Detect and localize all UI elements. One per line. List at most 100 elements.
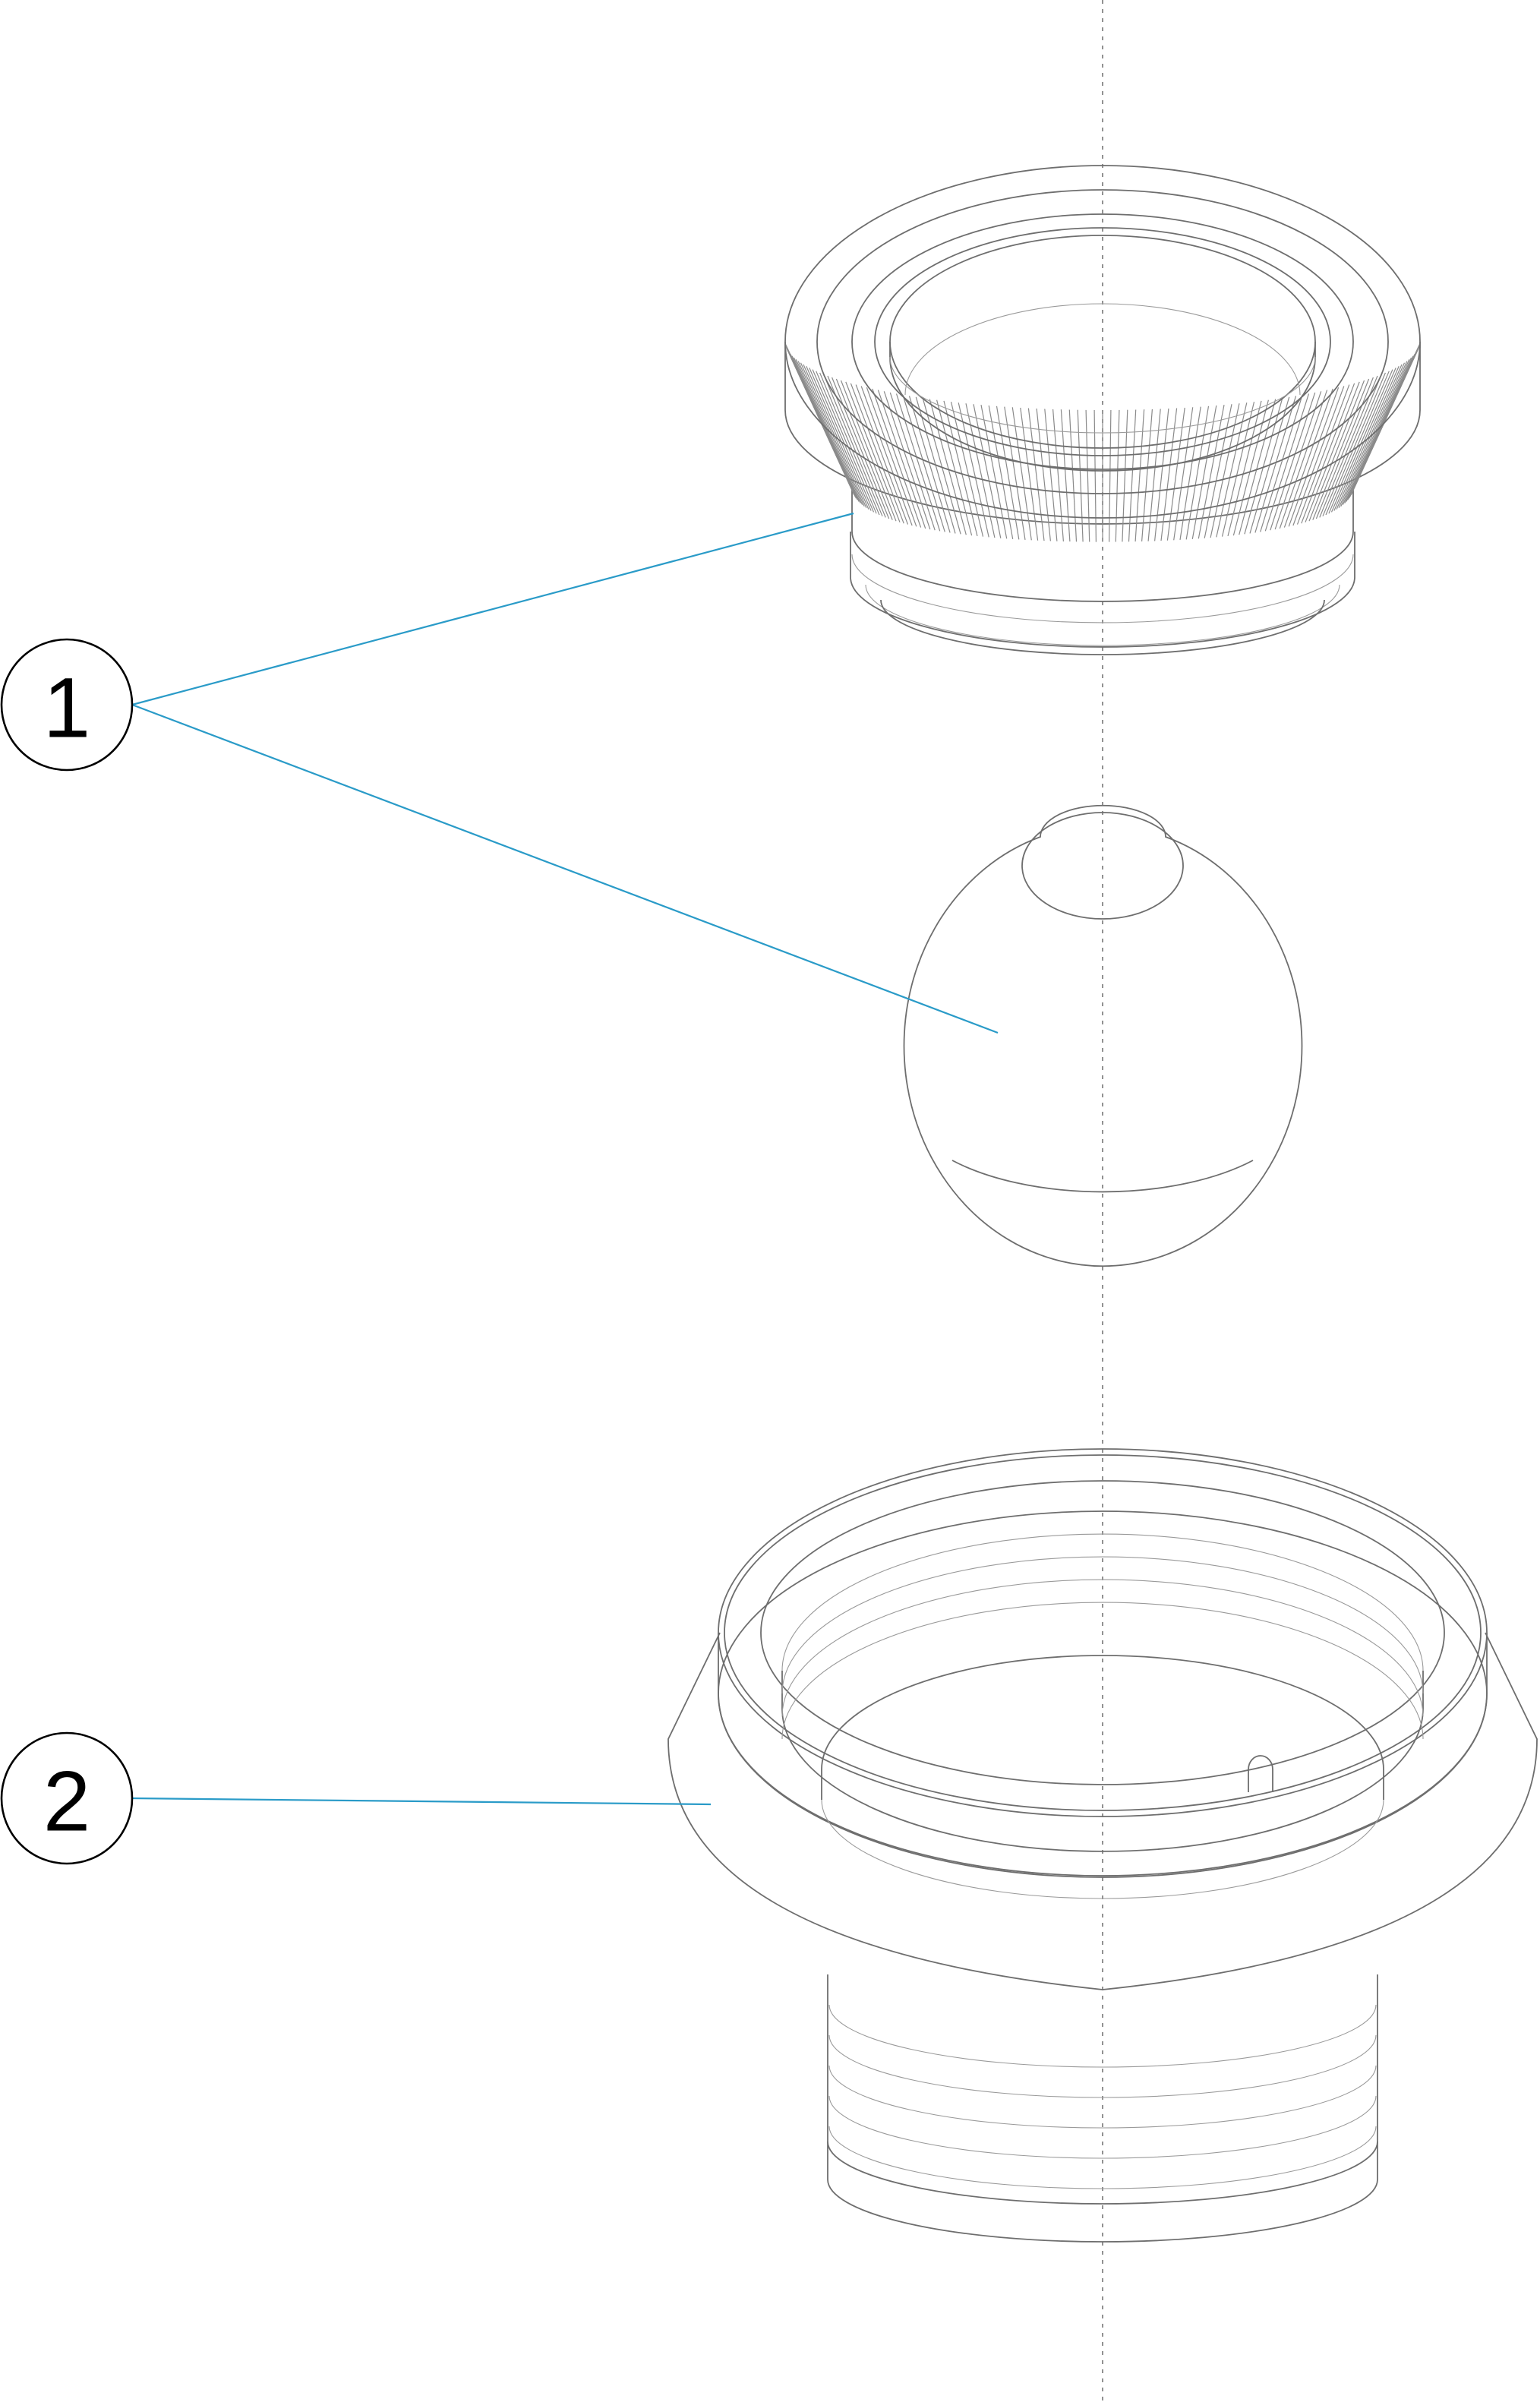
knurl-line bbox=[1325, 372, 1386, 516]
knurl-line bbox=[827, 375, 886, 518]
knurl-line bbox=[1020, 407, 1039, 541]
knurl-line bbox=[883, 391, 931, 530]
knurl-line bbox=[1115, 409, 1120, 542]
knurl-line bbox=[1198, 404, 1225, 539]
knurl-line bbox=[943, 400, 978, 537]
knurl-line bbox=[1027, 408, 1045, 541]
knurl-line bbox=[1296, 384, 1350, 525]
knurl-line bbox=[823, 374, 883, 516]
knurl-line bbox=[1283, 388, 1333, 528]
knurl-line bbox=[1292, 386, 1345, 526]
knurl-line bbox=[832, 377, 890, 519]
knurl-line bbox=[1147, 409, 1161, 541]
knurl-line bbox=[840, 380, 897, 522]
knurl-line bbox=[1315, 377, 1374, 519]
knurl-line bbox=[1160, 408, 1178, 541]
knurl-line bbox=[1166, 407, 1185, 541]
knurl-line bbox=[1254, 396, 1297, 533]
knurl-line bbox=[1328, 371, 1390, 514]
knurl-line bbox=[1279, 390, 1328, 529]
knurl-line bbox=[1185, 406, 1210, 540]
knurl-line bbox=[1322, 374, 1382, 516]
knurl-line bbox=[1134, 409, 1145, 542]
knurl-texture bbox=[784, 343, 1421, 542]
knurl-line bbox=[1264, 393, 1310, 532]
knurl-line bbox=[877, 390, 926, 529]
knurl-line bbox=[1052, 409, 1064, 541]
knurl-line bbox=[1060, 409, 1071, 542]
knurl-line bbox=[1239, 399, 1276, 535]
knurl-line bbox=[812, 369, 875, 513]
knurl-line bbox=[1333, 368, 1396, 511]
knurl-line bbox=[996, 406, 1020, 540]
knurl-line bbox=[1179, 406, 1201, 540]
knurl-line bbox=[1011, 407, 1032, 541]
knurl-line bbox=[1068, 409, 1078, 542]
knurl-line bbox=[816, 371, 877, 514]
knurl-line bbox=[855, 384, 909, 525]
leader-lines bbox=[131, 512, 999, 1806]
leader-2-to-body bbox=[131, 1797, 712, 1806]
knurl-line bbox=[922, 398, 961, 535]
callout-1-label: 1 bbox=[43, 661, 90, 756]
knurl-line bbox=[1191, 405, 1217, 540]
knurl-line bbox=[860, 386, 913, 526]
knurl-line bbox=[872, 388, 922, 528]
knurl-line bbox=[845, 381, 901, 522]
knurl-line bbox=[1004, 406, 1026, 540]
knurl-line bbox=[973, 404, 1002, 538]
knurl-line bbox=[1346, 357, 1412, 502]
knurl-line bbox=[1352, 343, 1421, 488]
ball bbox=[903, 804, 1303, 1267]
knurl-line bbox=[1093, 409, 1097, 542]
knurl-line bbox=[1044, 409, 1058, 541]
knurl-line bbox=[965, 403, 996, 538]
knurl-line bbox=[1288, 387, 1340, 527]
knurl-line bbox=[1204, 404, 1232, 538]
knurl-line bbox=[1312, 378, 1370, 520]
knurled-union-nut bbox=[784, 165, 1421, 655]
knurl-line bbox=[988, 405, 1014, 540]
knurl-line bbox=[902, 394, 945, 532]
knurl-line bbox=[1260, 394, 1303, 532]
knurl-line bbox=[1122, 409, 1128, 542]
knurl-line bbox=[1141, 409, 1153, 541]
callout-1: 1 bbox=[0, 638, 134, 772]
knurl-line bbox=[1330, 369, 1393, 513]
knurl-line bbox=[929, 399, 967, 535]
knurl-line bbox=[1319, 375, 1378, 518]
knurl-line bbox=[1216, 402, 1248, 538]
callout-1-circle bbox=[0, 638, 134, 772]
knurl-line bbox=[866, 387, 917, 527]
knurl-line bbox=[1210, 403, 1240, 538]
knurl-line bbox=[1301, 383, 1355, 524]
knurl-line bbox=[1308, 380, 1365, 522]
knurl-line bbox=[1221, 401, 1255, 537]
knurl-line bbox=[895, 393, 941, 532]
knurl-line bbox=[1154, 408, 1169, 541]
callout-2: 2 bbox=[0, 1731, 134, 1865]
threaded-fitting-body bbox=[667, 1448, 1538, 2243]
knurl-line bbox=[908, 396, 951, 533]
knurl-line bbox=[1077, 409, 1084, 542]
knurl-line bbox=[1109, 409, 1112, 542]
knurl-line bbox=[958, 402, 989, 538]
knurl-line bbox=[793, 357, 860, 502]
knurl-line bbox=[1085, 409, 1090, 542]
knurl-line bbox=[850, 383, 904, 524]
callout-2-circle bbox=[0, 1731, 134, 1865]
callout-2-label: 2 bbox=[43, 1754, 90, 1849]
leader-1-to-nut bbox=[131, 512, 854, 706]
knurl-line bbox=[819, 372, 880, 516]
knurl-line bbox=[980, 404, 1008, 539]
knurl-line bbox=[1128, 409, 1137, 542]
knurl-line bbox=[1036, 408, 1051, 541]
knurl-line bbox=[806, 366, 869, 510]
leader-1-to-ball bbox=[131, 703, 999, 1034]
knurl-line bbox=[1227, 400, 1262, 537]
knurl-line bbox=[1305, 381, 1360, 522]
knurl-line bbox=[1274, 391, 1322, 530]
knurl-line bbox=[1244, 398, 1283, 535]
knurl-line bbox=[809, 368, 872, 511]
